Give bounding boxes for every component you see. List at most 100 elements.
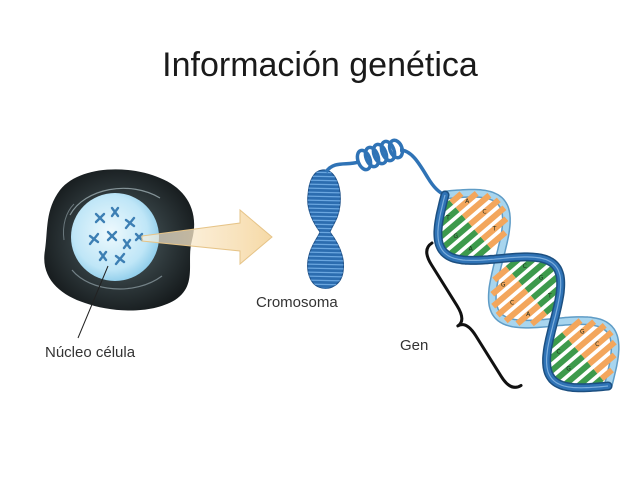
- chromosome-band: [307, 215, 344, 218]
- base-letter: A: [526, 311, 531, 318]
- chromosome-band: [307, 279, 344, 282]
- cell: [44, 169, 195, 311]
- base-letter: G: [580, 328, 585, 335]
- chromosome-band: [307, 211, 344, 214]
- nucleus-chromosome: [122, 238, 132, 250]
- cell-membrane-arc: [69, 187, 161, 216]
- chromosome-band: [307, 223, 344, 226]
- base-letter: T: [547, 292, 552, 299]
- gene-brace: [425, 241, 523, 389]
- chromosome-band: [307, 191, 344, 194]
- dna-coil: [324, 138, 446, 197]
- dna-double-helix: T A G C A T C G G C T A C G G C: [433, 188, 620, 393]
- chromosome-band: [307, 283, 344, 286]
- nucleus: [71, 193, 159, 281]
- base-orange: [503, 295, 535, 324]
- chromosome-band: [307, 175, 344, 178]
- base-orange: [490, 273, 516, 297]
- nucleus-chromosomes: [88, 206, 144, 266]
- base-letter: T: [445, 214, 450, 221]
- base-green: [546, 346, 579, 376]
- base-letter: C: [595, 341, 599, 348]
- base-orange: [449, 191, 464, 205]
- cell-membrane-arc: [63, 203, 75, 241]
- nucleus-label: Núcleo célula: [45, 344, 136, 361]
- base-orange: [580, 329, 614, 359]
- chromosome-band: [307, 207, 344, 210]
- chromosome-band: [307, 267, 344, 270]
- base-orange: [599, 367, 614, 381]
- cell-membrane-arc: [71, 269, 163, 290]
- base-orange: [455, 191, 479, 212]
- zoom-arrow: [141, 208, 273, 266]
- base-letter: G: [453, 233, 458, 240]
- base-letter: T: [492, 225, 497, 232]
- chromosome-band: [307, 187, 344, 190]
- chromosome-band: [307, 171, 344, 174]
- chromosome-band: [307, 243, 344, 246]
- base-letter: C: [510, 299, 514, 306]
- chromosome-band: [307, 227, 344, 230]
- chromosome: [307, 169, 345, 289]
- chromosome-band: [307, 247, 344, 250]
- chromosome-band: [307, 251, 344, 254]
- base-orange: [461, 192, 492, 220]
- base-letter: A: [465, 198, 470, 205]
- nucleus-chromosome: [88, 232, 100, 246]
- base-green: [524, 263, 558, 293]
- chromosome-band: [307, 235, 344, 238]
- base-letter: A: [469, 246, 474, 253]
- base-green: [561, 361, 592, 389]
- base-green: [439, 222, 473, 252]
- base-orange: [492, 266, 510, 283]
- base-letter: G: [501, 282, 506, 289]
- base-orange: [491, 280, 523, 309]
- chromosome-band: [307, 219, 344, 222]
- base-orange: [587, 339, 617, 367]
- nucleus-chromosome: [124, 216, 136, 230]
- dna-strand-light: [442, 190, 619, 389]
- base-green: [446, 229, 479, 258]
- base-letter: C: [523, 263, 527, 270]
- base-orange: [562, 318, 583, 337]
- chromosome-band: [307, 263, 344, 266]
- base-green: [436, 214, 466, 242]
- chromosome-band: [307, 179, 344, 182]
- nucleus-chromosome: [94, 212, 106, 224]
- base-letter: G: [566, 365, 571, 372]
- base-orange: [574, 323, 607, 352]
- coil-strand: [399, 148, 446, 197]
- nucleus-pointer-line: [77, 265, 109, 339]
- chromosome-band: [307, 183, 344, 186]
- nucleus-chromosome: [98, 250, 108, 262]
- coil-loop: [387, 138, 405, 160]
- chromosome-band: [307, 259, 344, 262]
- coil-loop: [355, 148, 373, 172]
- base-orange: [515, 302, 541, 326]
- dna-strand-highlight: [437, 194, 609, 389]
- slide-title: Información genética: [162, 46, 478, 84]
- chromosome-band: [307, 239, 344, 242]
- nucleus-chromosome: [134, 232, 144, 242]
- nucleus-chromosome: [110, 206, 120, 218]
- nucleus-chromosome: [106, 230, 118, 242]
- base-letter: C: [482, 209, 486, 216]
- base-green: [552, 354, 585, 384]
- base-orange: [568, 319, 597, 345]
- base-orange: [495, 288, 529, 318]
- base-orange: [529, 310, 548, 327]
- base-letter: C: [556, 349, 560, 356]
- base-orange: [486, 230, 508, 249]
- base-letter: G: [539, 275, 544, 282]
- chromosome-band: [307, 271, 344, 274]
- coil-loop: [371, 142, 389, 166]
- coil-strand: [324, 160, 359, 174]
- chromosome-label: Cromosoma: [256, 294, 338, 311]
- base-orange: [468, 197, 501, 227]
- base-orange: [480, 216, 509, 242]
- gene-label: Gen: [400, 337, 428, 354]
- base-green: [518, 257, 550, 286]
- coil-loop: [379, 139, 397, 163]
